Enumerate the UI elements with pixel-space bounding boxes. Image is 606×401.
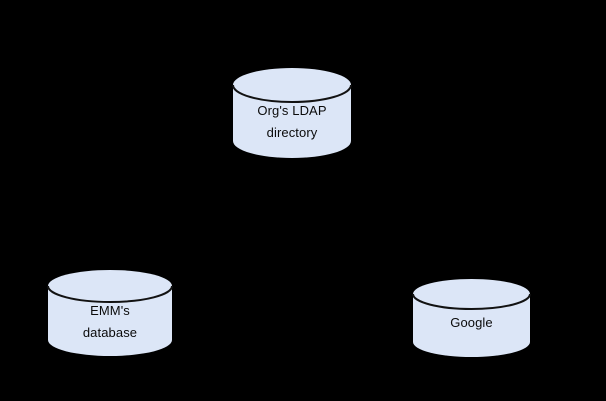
database-node-emm[interactable]: EMM's database (47, 270, 173, 356)
database-cylinder-icon (47, 270, 173, 356)
database-cylinder-icon (232, 68, 352, 158)
database-node-ldap[interactable]: Org's LDAP directory (232, 68, 352, 158)
database-node-google[interactable]: Google (412, 279, 531, 357)
database-cylinder-icon (412, 279, 531, 357)
